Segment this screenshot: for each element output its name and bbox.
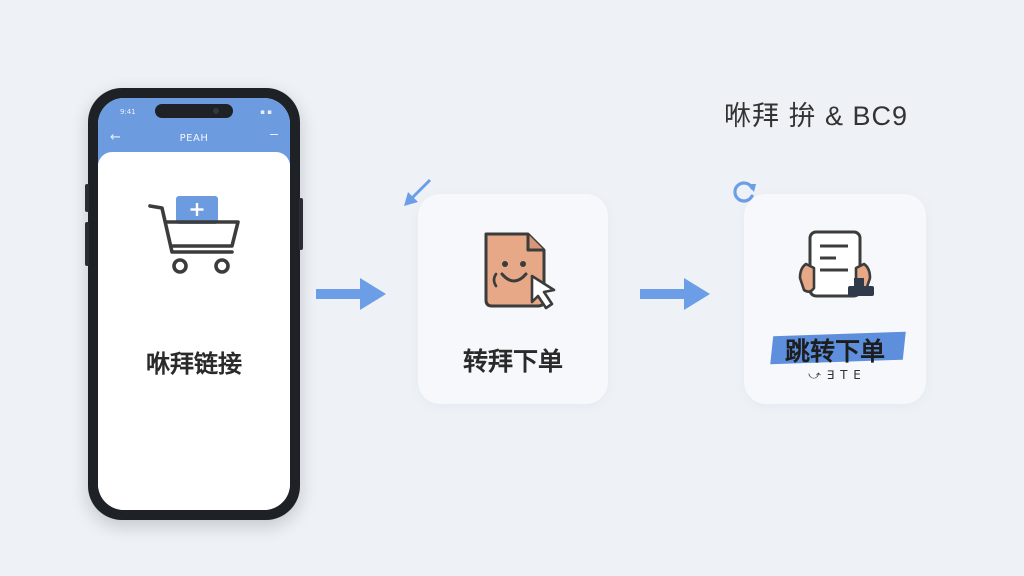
phone-volume-button: [85, 184, 89, 212]
flow-arrow-2: [640, 276, 712, 312]
document-smiley-icon: [478, 230, 562, 318]
cart-link-label: 咻拜链接: [146, 350, 242, 378]
shopping-cart-icon[interactable]: [148, 194, 248, 284]
refresh-icon: [730, 178, 758, 210]
diagram-title: 咻拜 拚 & BC9: [724, 101, 909, 131]
phone-power-button: [299, 198, 303, 250]
status-time: 9:41: [120, 108, 136, 116]
phone-screen: 9:41 ▪ ▪ ← PEАН 咻拜链接: [98, 98, 290, 510]
step-label-redirect: 跳转下单: [784, 337, 885, 366]
step-label-order: 转拜下单: [462, 347, 563, 376]
menu-icon[interactable]: [270, 134, 278, 135]
phone-notch: [155, 104, 233, 118]
status-icons: ▪ ▪: [260, 108, 272, 116]
phone-mockup: 9:41 ▪ ▪ ← PEАН 咻拜链接: [85, 88, 303, 520]
cursor-icon: [530, 274, 556, 310]
diagonal-arrow-icon: [402, 176, 436, 212]
receipt-hands-icon: [796, 228, 880, 316]
step-card-order: 转拜下单: [418, 194, 608, 404]
phone-volume-button-2: [85, 222, 89, 266]
step-sub-label: ⤻ ∃ T E: [808, 368, 862, 382]
app-title: PEАН: [179, 133, 209, 144]
step-card-redirect: 跳转下单 ⤻ ∃ T E: [744, 194, 926, 404]
flow-arrow-1: [316, 276, 388, 312]
back-arrow-icon[interactable]: ←: [110, 130, 121, 145]
